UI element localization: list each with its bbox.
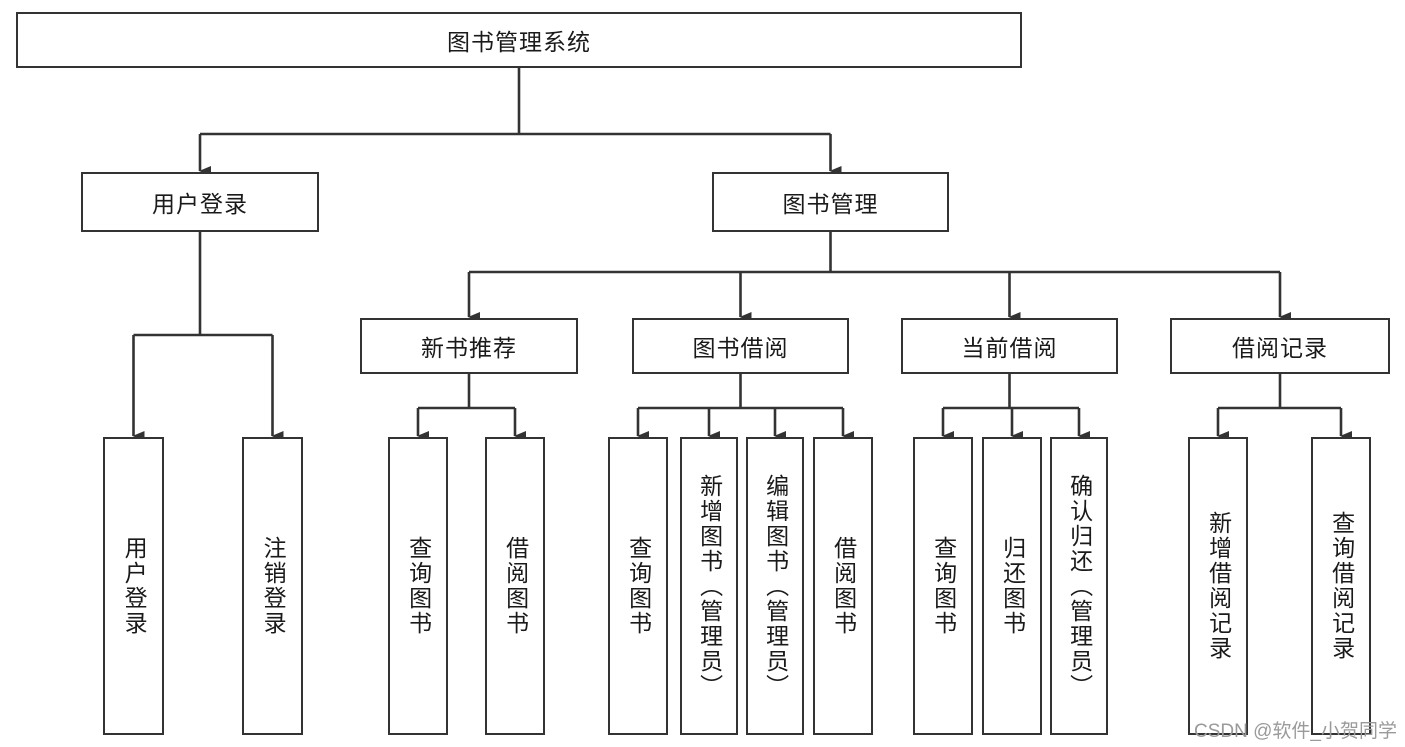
node-leaf-query-borrow-record[interactable]: 查询借阅记录 (1311, 437, 1371, 735)
node-leaf-query-book-1[interactable]: 查询图书 (388, 437, 448, 735)
node-new-book-recommend[interactable]: 新书推荐 (360, 318, 578, 374)
node-label: 图书借阅 (692, 335, 789, 361)
node-label: 注销登录 (260, 536, 287, 636)
node-leaf-borrow-book-2[interactable]: 借阅图书 (813, 437, 873, 735)
node-label: 新增图书（管理员） (696, 473, 723, 699)
node-borrow-record[interactable]: 借阅记录 (1170, 318, 1390, 374)
node-label: 借阅记录 (1232, 335, 1328, 361)
node-current-borrow[interactable]: 当前借阅 (901, 318, 1118, 374)
node-leaf-query-book-3[interactable]: 查询图书 (913, 437, 973, 735)
node-root[interactable]: 图书管理系统 (16, 12, 1022, 68)
node-label: 新书推荐 (421, 335, 517, 361)
node-label: 新增借阅记录 (1205, 511, 1232, 661)
node-leaf-return-book[interactable]: 归还图书 (982, 437, 1042, 735)
node-label: 归还图书 (999, 536, 1026, 636)
node-label: 图书管理 (782, 191, 879, 217)
node-label: 借阅图书 (502, 536, 529, 636)
node-label: 查询借阅记录 (1328, 511, 1355, 661)
node-label: 查询图书 (625, 536, 652, 636)
node-leaf-borrow-book-1[interactable]: 借阅图书 (485, 437, 545, 735)
edges (132, 68, 1352, 441)
node-leaf-add-book[interactable]: 新增图书（管理员） (680, 437, 738, 735)
node-leaf-confirm-return[interactable]: 确认归还（管理员） (1050, 437, 1108, 735)
node-label: 用户登录 (152, 191, 248, 217)
node-label: 查询图书 (405, 536, 432, 636)
node-leaf-add-borrow-record[interactable]: 新增借阅记录 (1188, 437, 1248, 735)
node-leaf-edit-book[interactable]: 编辑图书（管理员） (746, 437, 804, 735)
node-label: 编辑图书（管理员） (762, 473, 789, 699)
watermark-text: CSDN @软件_小贺同学 (1194, 721, 1397, 742)
node-user-login[interactable]: 用户登录 (81, 172, 319, 232)
node-leaf-user-login[interactable]: 用户登录 (103, 437, 164, 735)
node-leaf-query-book-2[interactable]: 查询图书 (608, 437, 668, 735)
node-label: 查询图书 (930, 536, 957, 636)
node-label: 当前借阅 (961, 335, 1058, 361)
node-book-management[interactable]: 图书管理 (712, 172, 949, 232)
node-label: 确认归还（管理员） (1066, 473, 1093, 699)
node-label: 借阅图书 (830, 536, 857, 636)
node-book-borrow[interactable]: 图书借阅 (632, 318, 849, 374)
node-label: 图书管理系统 (447, 29, 591, 55)
node-label: 用户登录 (121, 536, 148, 636)
node-leaf-user-logout[interactable]: 注销登录 (242, 437, 303, 735)
